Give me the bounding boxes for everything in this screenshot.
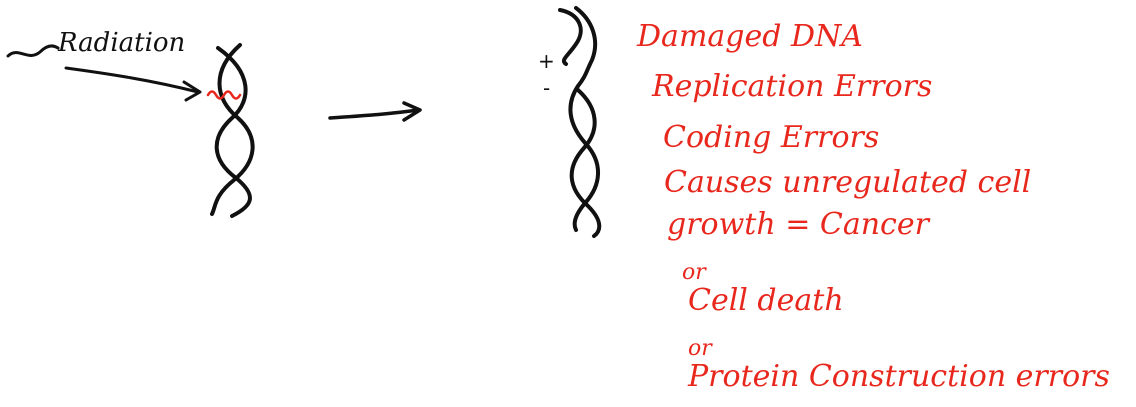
- note-cell-death: Cell death: [688, 286, 844, 316]
- note-cancer: growth = Cancer: [667, 210, 929, 240]
- radiation-label: Radiation: [58, 30, 185, 56]
- note-protein-errors: Protein Construction errors: [688, 362, 1110, 392]
- note-coding-errors: Coding Errors: [663, 123, 879, 153]
- note-or-1: or: [682, 262, 706, 284]
- note-or-2: or: [688, 338, 712, 360]
- process-arrow: [330, 110, 418, 118]
- dna-helix-left: [212, 45, 253, 216]
- radiation-arrow: [66, 68, 198, 92]
- note-replication-errors: Replication Errors: [652, 72, 932, 102]
- note-damaged-dna: Damaged DNA: [637, 22, 863, 52]
- dna-helix-right: [560, 8, 599, 236]
- minus-sign: -: [543, 76, 550, 100]
- note-unregulated-growth: Causes unregulated cell: [664, 168, 1031, 198]
- plus-sign: +: [538, 49, 555, 73]
- radiation-squiggle: [8, 46, 58, 56]
